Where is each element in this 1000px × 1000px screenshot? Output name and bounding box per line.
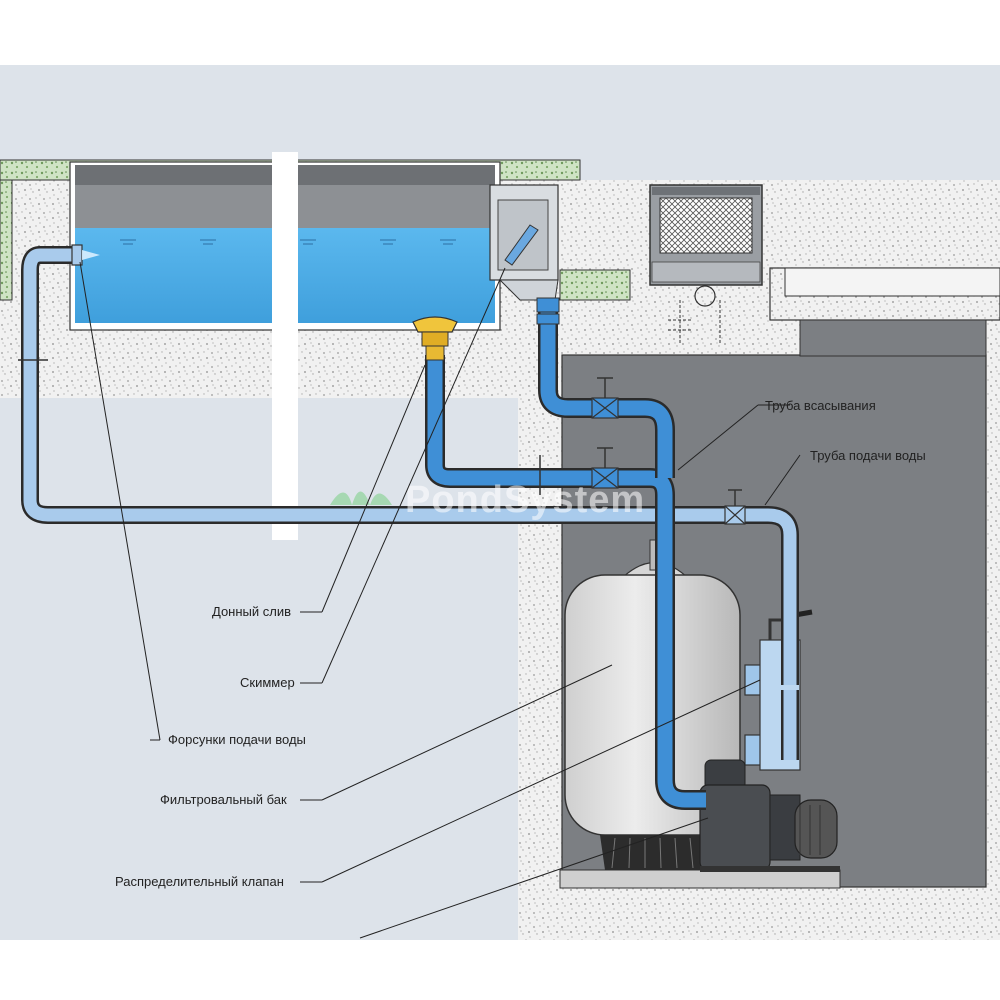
label-filter-tank: Фильтровальный бак xyxy=(160,792,287,807)
label-distribution-valve: Распределительный клапан xyxy=(115,874,284,889)
label-supply-pipe: Труба подачи воды xyxy=(810,448,926,463)
filter-tank xyxy=(564,539,741,870)
suction-pipes xyxy=(425,297,706,810)
label-skimmer: Скиммер xyxy=(240,675,295,690)
supply-pipe xyxy=(18,244,799,760)
watermark-text: PondSystem xyxy=(405,479,645,521)
watermark: PondSystem xyxy=(330,479,645,521)
label-nozzles: Форсунки подачи воды xyxy=(168,732,306,747)
label-suction-pipe: Труба всасывания xyxy=(765,398,876,413)
section-cut-band xyxy=(272,152,298,540)
leader-lines xyxy=(79,261,801,939)
bottom-drain xyxy=(412,316,458,361)
skimmer-box xyxy=(489,184,559,301)
label-bottom-drain: Донный слив xyxy=(212,604,291,619)
skimmer-front-view xyxy=(649,184,763,345)
pool-basin xyxy=(69,152,501,540)
pump xyxy=(699,759,840,872)
